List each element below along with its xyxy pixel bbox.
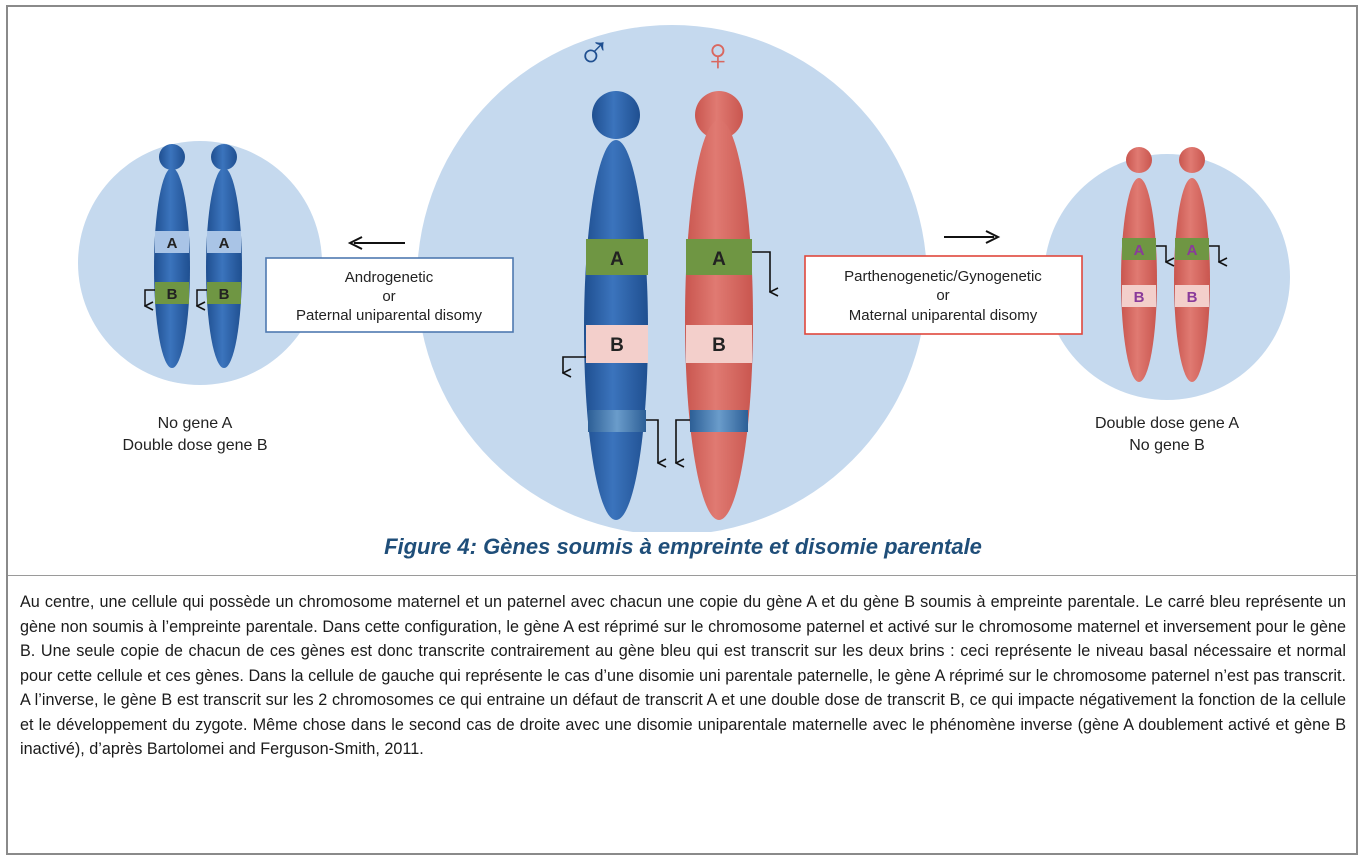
parthenogenetic-box: [804, 255, 1083, 335]
left-gene-b-1: [155, 282, 189, 304]
right-gene-b-1: [1122, 285, 1156, 307]
left-result-line-2: Double dose gene B: [123, 437, 268, 454]
right-gene-b-label-1: B: [1134, 289, 1145, 306]
imprinting-diagram: ♂ ♀ A A B B A A B B No gene A Doubl: [78, 25, 1290, 532]
left-cell: [78, 141, 322, 385]
gene-a-label-maternal: A: [712, 249, 726, 270]
left-gene-b-label-2: B: [219, 286, 230, 303]
gene-b-maternal-repressed: [686, 325, 752, 363]
gene-b-paternal-active: [586, 325, 648, 363]
figure-caption: Figure 4: Gènes soumis à empreinte et di…: [384, 534, 982, 559]
non-imprinted-gene-paternal: [588, 410, 646, 432]
left-paternal-chromosome-1: [154, 144, 190, 368]
right-gene-b-2: [1175, 285, 1209, 307]
right-result-line-1: Double dose gene A: [1095, 415, 1239, 432]
center-cell: [417, 25, 927, 532]
right-maternal-chromosome-1: [1121, 147, 1157, 382]
left-gene-b-label-1: B: [167, 286, 178, 303]
figure-description: Au centre, une cellule qui possède un ch…: [20, 593, 1346, 758]
right-gene-a-1: [1122, 238, 1156, 260]
gene-a-maternal-active: [686, 239, 752, 275]
androgenetic-box-line-3: Paternal uniparental disomy: [296, 307, 482, 324]
right-maternal-chromosome-2: [1174, 147, 1210, 382]
right-gene-a-label-1: A: [1134, 242, 1145, 259]
right-gene-a-label-2: A: [1187, 242, 1198, 259]
left-gene-a-label-1: A: [167, 235, 178, 252]
caption-divider: [8, 575, 1356, 576]
left-gene-a-2: [207, 231, 241, 253]
parthenogenetic-box-line-3: Maternal uniparental disomy: [849, 307, 1038, 324]
transcription-arrow-non-imprinted-paternal: [646, 419, 658, 463]
left-transcription-arrow-2: [197, 289, 207, 306]
male-symbol: ♂: [577, 26, 612, 78]
transcription-arrow-b-paternal: [563, 356, 586, 373]
left-gene-a-1: [155, 231, 189, 253]
transcription-arrow-a-maternal: [752, 251, 770, 292]
non-imprinted-gene-maternal: [690, 410, 748, 432]
right-result-line-2: No gene B: [1129, 437, 1205, 454]
right-arrow: [944, 230, 1001, 244]
left-transcription-arrow-1: [145, 289, 155, 306]
gene-a-label-paternal: A: [610, 249, 624, 270]
parthenogenetic-box-line-1: Parthenogenetic/Gynogenetic: [844, 268, 1042, 285]
right-transcription-arrow-1: [1156, 245, 1166, 262]
androgenetic-box-line-1: Androgenetic: [345, 269, 434, 286]
androgenetic-box-line-2: or: [382, 288, 395, 305]
left-arrow: [347, 236, 405, 250]
female-symbol: ♀: [701, 28, 736, 80]
right-cell: [1044, 154, 1290, 400]
right-gene-a-2: [1175, 238, 1209, 260]
left-gene-b-2: [207, 282, 241, 304]
androgenetic-box: [265, 257, 514, 333]
right-gene-b-label-2: B: [1187, 289, 1198, 306]
parthenogenetic-box-line-2: or: [936, 287, 949, 304]
left-paternal-chromosome-2: [206, 144, 242, 368]
gene-b-label-maternal: B: [712, 335, 726, 356]
left-result-line-1: No gene A: [158, 415, 233, 432]
transcription-arrow-non-imprinted-maternal: [676, 419, 690, 463]
right-transcription-arrow-2: [1209, 245, 1219, 262]
left-gene-a-label-2: A: [219, 235, 230, 252]
gene-b-label-paternal: B: [610, 335, 624, 356]
gene-a-paternal-repressed: [586, 239, 648, 275]
